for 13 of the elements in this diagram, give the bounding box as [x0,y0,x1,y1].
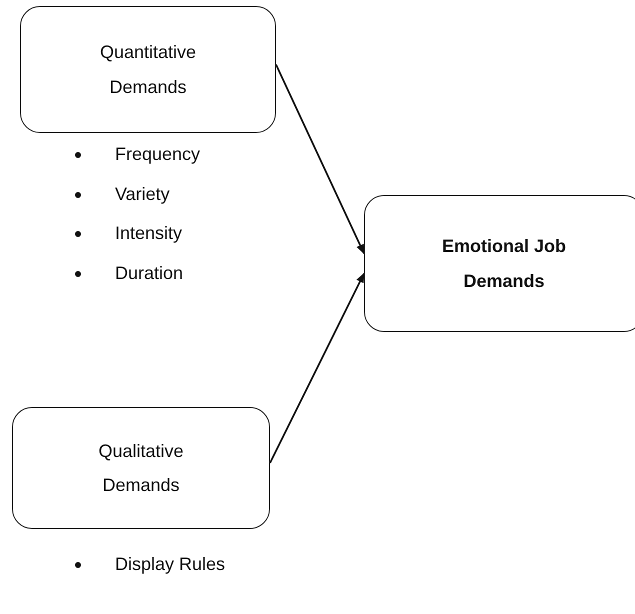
node-label: Emotional Job Demands [440,235,567,292]
bullet-item: Duration [57,254,277,293]
bullet-item: Display Rules [57,545,227,584]
bullet-item: Frequency [57,135,277,174]
rounded-box [12,407,270,529]
rounded-box [20,6,276,133]
rounded-box [364,195,635,332]
node-label: Quantitative Demands [98,41,198,98]
bullet-item: Variety [57,174,277,214]
node-label: Qualitative Demands [97,440,185,497]
arrow [269,272,365,464]
bullet-item: Intensity [57,214,277,254]
arrow [275,64,365,254]
